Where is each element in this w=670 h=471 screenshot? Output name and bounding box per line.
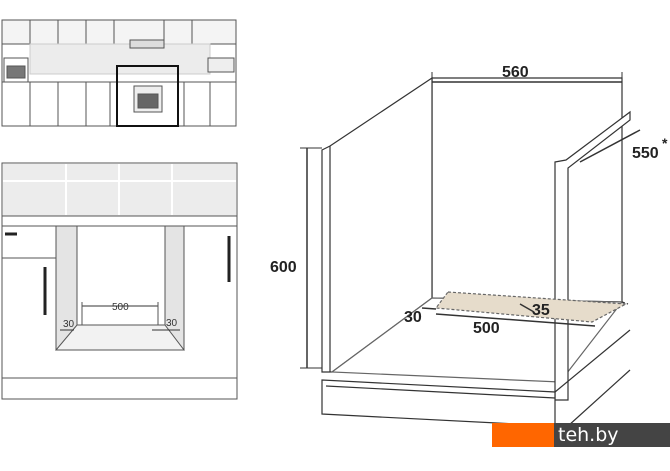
- width-560-label: 560: [502, 64, 529, 81]
- front-left-offset-label: 30: [63, 319, 75, 330]
- cutout-offset-30-label: 30: [404, 309, 422, 326]
- cabinet-3d: [300, 72, 641, 427]
- depth-550-label: 550: [632, 145, 659, 162]
- front-opening-width-label: 500: [112, 302, 129, 313]
- watermark-text: teh.by: [558, 424, 619, 446]
- depth-footnote-mark: *: [662, 135, 668, 151]
- front-view: [1, 162, 238, 400]
- cutout-width-500-label: 500: [473, 320, 500, 337]
- cutout-depth-35-label: 35: [532, 302, 550, 319]
- watermark: teh.by: [492, 423, 670, 447]
- front-right-offset-label: 30: [166, 318, 178, 329]
- height-600-label: 600: [270, 259, 297, 276]
- watermark-logo-block: [492, 423, 554, 447]
- kitchen-overview: [1, 19, 237, 127]
